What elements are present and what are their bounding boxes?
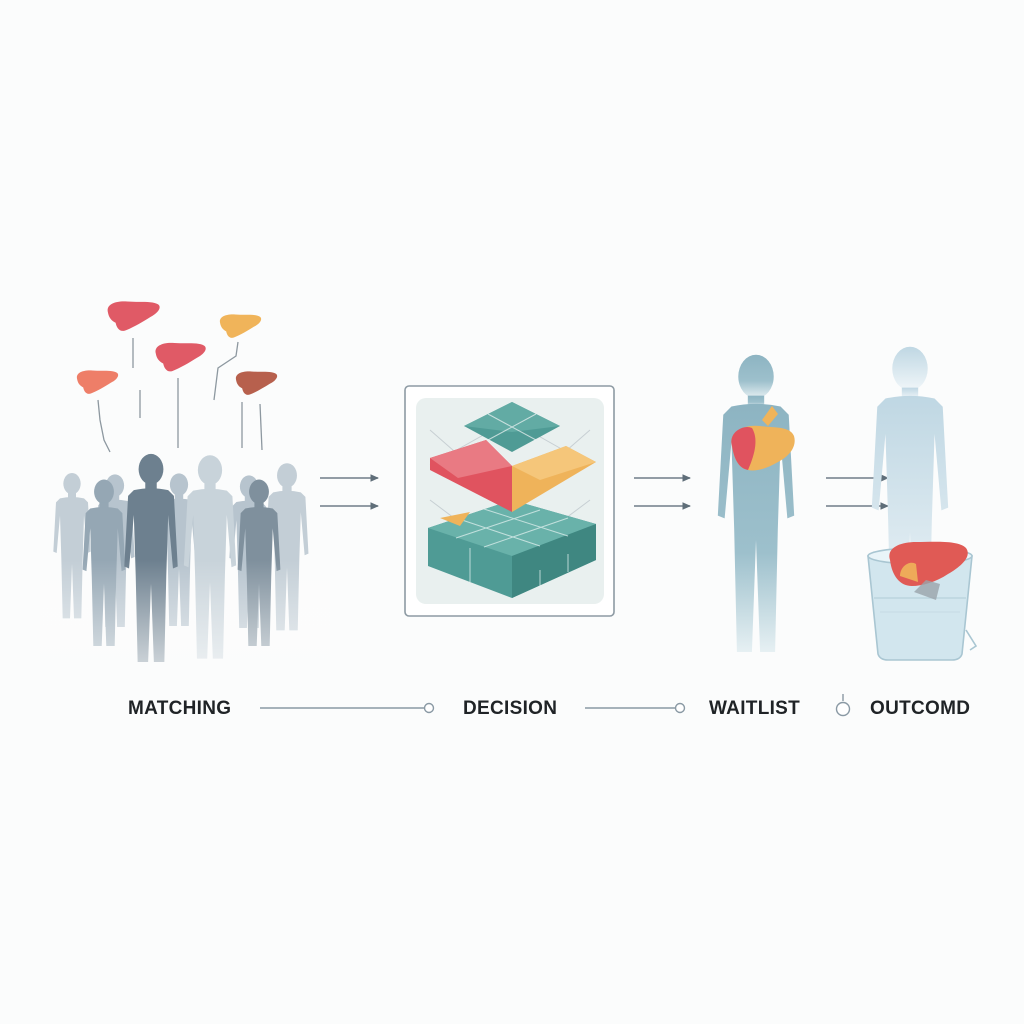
decision-cube-icon <box>428 402 596 598</box>
decision-panel <box>404 385 615 617</box>
liver-icon <box>889 541 968 586</box>
stage-label-decision: DECISION <box>463 698 558 719</box>
stage-label-outcome: OUTCOMD <box>870 698 971 719</box>
liver-icons <box>76 301 278 395</box>
liver-icon <box>219 314 262 338</box>
liver-icon <box>155 342 206 372</box>
timeline-node <box>674 702 686 714</box>
matching-group <box>40 301 330 670</box>
timeline-node <box>835 701 851 717</box>
liver-icon <box>76 370 119 394</box>
patient-crowd <box>40 453 330 670</box>
outcome-group <box>867 346 978 661</box>
liver-drop-lines <box>97 338 263 453</box>
waitlist-recipient <box>717 354 795 652</box>
liver-icon <box>731 406 795 471</box>
arrows-matching-to-decision <box>320 474 379 510</box>
liver-icon <box>235 371 278 395</box>
container-icon <box>867 541 978 661</box>
timeline <box>260 694 851 717</box>
stage-label-matching: MATCHING <box>128 698 232 719</box>
person-icon <box>717 354 795 652</box>
stage-label-waitlist: WAITLIST <box>709 698 801 719</box>
liver-icon <box>107 301 160 331</box>
arrows-decision-to-waitlist <box>634 474 691 510</box>
timeline-node <box>423 702 435 714</box>
